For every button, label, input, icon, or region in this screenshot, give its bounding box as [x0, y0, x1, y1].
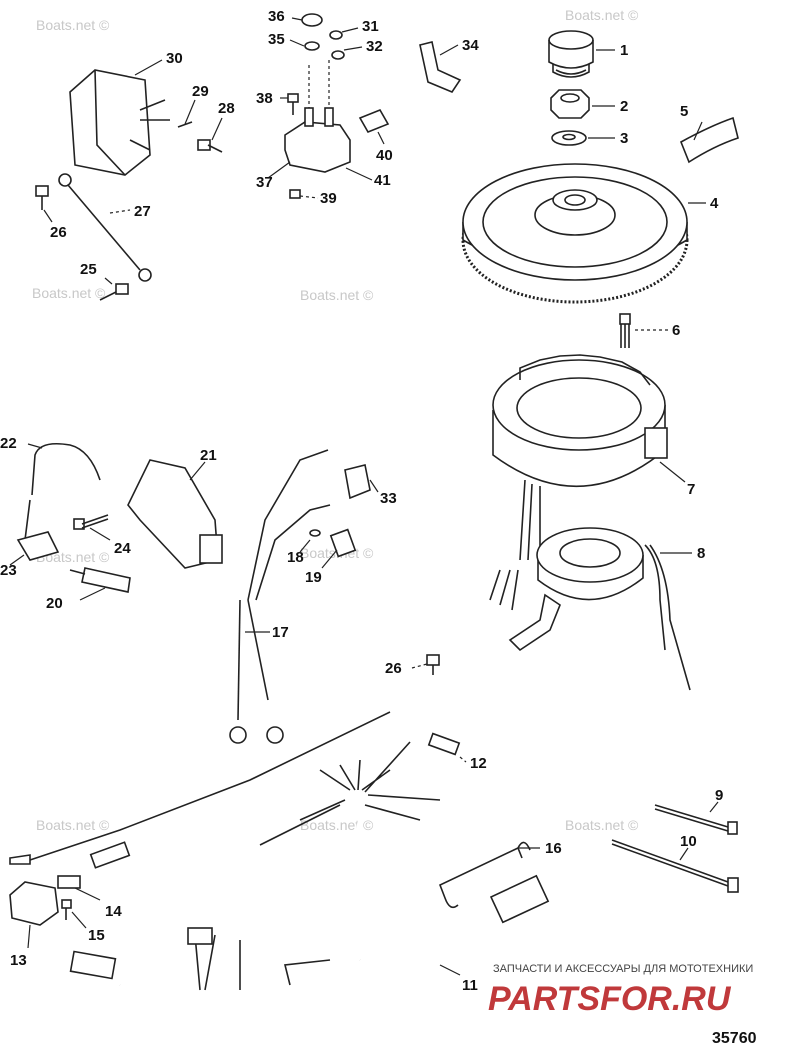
part-screw-base — [289, 189, 301, 199]
part-ground-strap — [58, 173, 152, 282]
callout-label: 8 — [697, 545, 705, 562]
part-washer-terminal — [331, 50, 345, 60]
part-spark-plug — [69, 567, 131, 593]
callout-label: 11 — [462, 977, 478, 994]
part-nut-small — [329, 528, 357, 558]
part-bracket — [127, 459, 223, 569]
callout-label: 26 — [385, 660, 402, 677]
callout-label: 7 — [687, 481, 695, 498]
watermark: Boats.net © — [565, 7, 639, 23]
callout-label: 16 — [545, 840, 562, 857]
watermark: Boats.net © — [300, 817, 374, 833]
part-harness — [9, 711, 550, 995]
part-washer — [551, 130, 587, 146]
callout-label: 9 — [715, 787, 723, 804]
part-screw-rectifier — [197, 139, 223, 153]
callout-label: 4 — [710, 195, 719, 212]
shop-logo: PARTSFOR.RU — [488, 980, 732, 1018]
callout-label: 34 — [462, 37, 479, 54]
callout-label: 21 — [200, 447, 217, 464]
callout-label: 41 — [374, 172, 391, 189]
part-bolt-short — [99, 283, 129, 301]
part-clip-small — [177, 121, 193, 128]
part-nut — [550, 89, 590, 119]
callout-label: 5 — [680, 103, 688, 120]
callouts: 1 2 3 4 5 6 7 8 9 10 11 12 13 14 15 16 1… — [0, 8, 723, 994]
part-bolt-short — [35, 185, 49, 210]
callout-label: 25 — [80, 261, 97, 278]
callout-label: 20 — [46, 595, 63, 612]
callout-label: 37 — [256, 174, 273, 191]
watermark: Boats.net © — [32, 285, 106, 301]
part-stator — [489, 354, 668, 611]
callout-label: 29 — [192, 83, 209, 100]
callout-label: 14 — [105, 903, 122, 920]
part-bolt-longer — [611, 839, 739, 893]
part-bolt-long — [654, 804, 738, 835]
part-boot-terminal — [358, 108, 390, 134]
callout-label: 3 — [620, 130, 628, 147]
part-boot — [344, 464, 371, 500]
callout-label: 30 — [166, 50, 183, 67]
callout-label: 6 — [672, 322, 680, 339]
part-mount-bracket — [419, 41, 462, 93]
part-screw — [619, 313, 631, 348]
callout-label: 31 — [362, 18, 379, 35]
part-rectifier — [69, 69, 170, 176]
callout-label: 26 — [50, 224, 67, 241]
part-cap — [548, 30, 594, 78]
part-plug-boot — [16, 531, 60, 561]
part-connector-small — [57, 875, 81, 889]
callout-label: 10 — [680, 833, 697, 850]
watermark: Boats.net © — [565, 817, 639, 833]
callout-label: 28 — [218, 100, 235, 117]
part-trigger — [508, 527, 691, 691]
part-solenoid — [284, 60, 351, 173]
callout-label: 36 — [268, 8, 285, 25]
part-connector-block — [9, 881, 59, 926]
part-nut-terminal — [329, 30, 343, 40]
watermark: Boats.net © — [36, 817, 110, 833]
callout-label: 23 — [0, 562, 17, 579]
part-screw-solenoid — [287, 93, 299, 115]
part-screw-small — [61, 899, 72, 920]
part-terminal — [427, 732, 461, 756]
callout-label: 24 — [114, 540, 131, 557]
part-flywheel — [461, 163, 689, 304]
callout-label: 2 — [620, 98, 628, 115]
callout-label: 1 — [620, 42, 628, 59]
part-key — [679, 116, 739, 164]
callout-label: 18 — [287, 549, 304, 566]
shop-caption: ЗАПЧАСТИ И АКСЕССУАРЫ ДЛЯ МОТОТЕХНИКИ — [493, 963, 753, 975]
callout-label: 39 — [320, 190, 337, 207]
part-washer-top — [304, 41, 320, 51]
callout-label: 38 — [256, 90, 273, 107]
part-nut-top — [301, 13, 323, 27]
part-screw-medium — [73, 514, 109, 530]
callout-label: 22 — [0, 435, 17, 452]
part-bolt-short — [426, 654, 440, 675]
callout-label: 15 — [88, 927, 105, 944]
callout-label: 13 — [10, 952, 27, 969]
part-washer-small — [309, 529, 321, 537]
callout-label: 12 — [470, 755, 487, 772]
part-cable — [229, 449, 331, 744]
callout-label: 33 — [380, 490, 397, 507]
callout-label: 40 — [376, 147, 393, 164]
callout-label: 27 — [134, 203, 151, 220]
drawing-number: 35760 — [712, 1030, 757, 1047]
callout-label: 32 — [366, 38, 383, 55]
watermark: Boats.net © — [36, 17, 110, 33]
callout-label: 17 — [272, 624, 289, 641]
callout-label: 19 — [305, 569, 322, 586]
watermark: Boats.net © — [300, 287, 374, 303]
callout-label: 35 — [268, 31, 285, 48]
